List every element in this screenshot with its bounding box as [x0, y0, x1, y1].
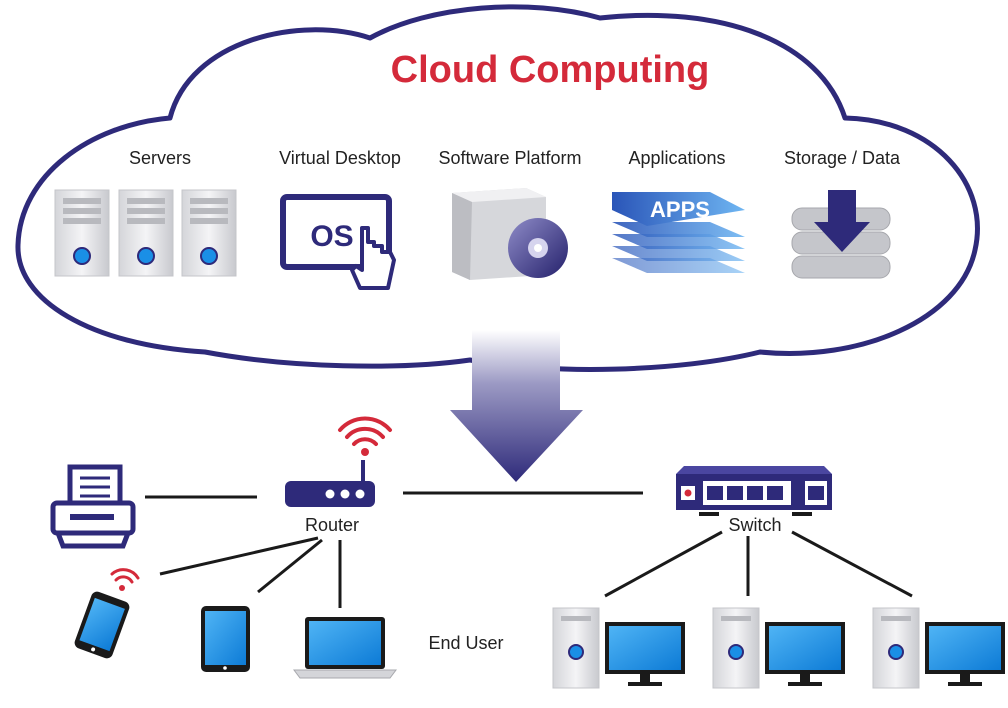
- cloud-down-arrow-icon: [450, 330, 583, 482]
- end-user-label: End User: [428, 633, 503, 653]
- switch-label: Switch: [728, 515, 781, 535]
- servers-icon: [54, 189, 237, 277]
- router-label: Router: [305, 515, 359, 535]
- storage-database-icon: [791, 190, 891, 279]
- desktop-computer-icon: [552, 607, 685, 689]
- tablet-icon: [201, 606, 250, 672]
- apps-label: APPS: [650, 197, 710, 222]
- network-connections: [145, 491, 913, 608]
- applications-icon: APPS: [612, 192, 745, 273]
- cloud-title: Cloud Computing: [391, 49, 710, 91]
- router-icon: [285, 460, 375, 507]
- smartphone-icon: [74, 591, 130, 659]
- os-label: OS: [310, 220, 353, 253]
- virtual-desktop-label: Virtual Desktop: [279, 148, 401, 168]
- servers-label: Servers: [129, 148, 191, 168]
- desktop-computer-icon: [872, 607, 1005, 689]
- virtual-desktop-icon: OS: [280, 194, 396, 290]
- desktop-computer-icon: [712, 607, 845, 689]
- phone-wifi-icon: [110, 568, 140, 591]
- storage-data-label: Storage / Data: [784, 148, 901, 168]
- cloud-outline: [15, 4, 980, 372]
- laptop-icon: [293, 617, 397, 679]
- software-platform-label: Software Platform: [438, 148, 581, 168]
- printer-icon: [50, 464, 136, 549]
- router-wifi-icon: [338, 416, 392, 456]
- applications-label: Applications: [628, 148, 725, 168]
- switch-icon: [676, 466, 832, 516]
- software-platform-icon: [452, 188, 568, 280]
